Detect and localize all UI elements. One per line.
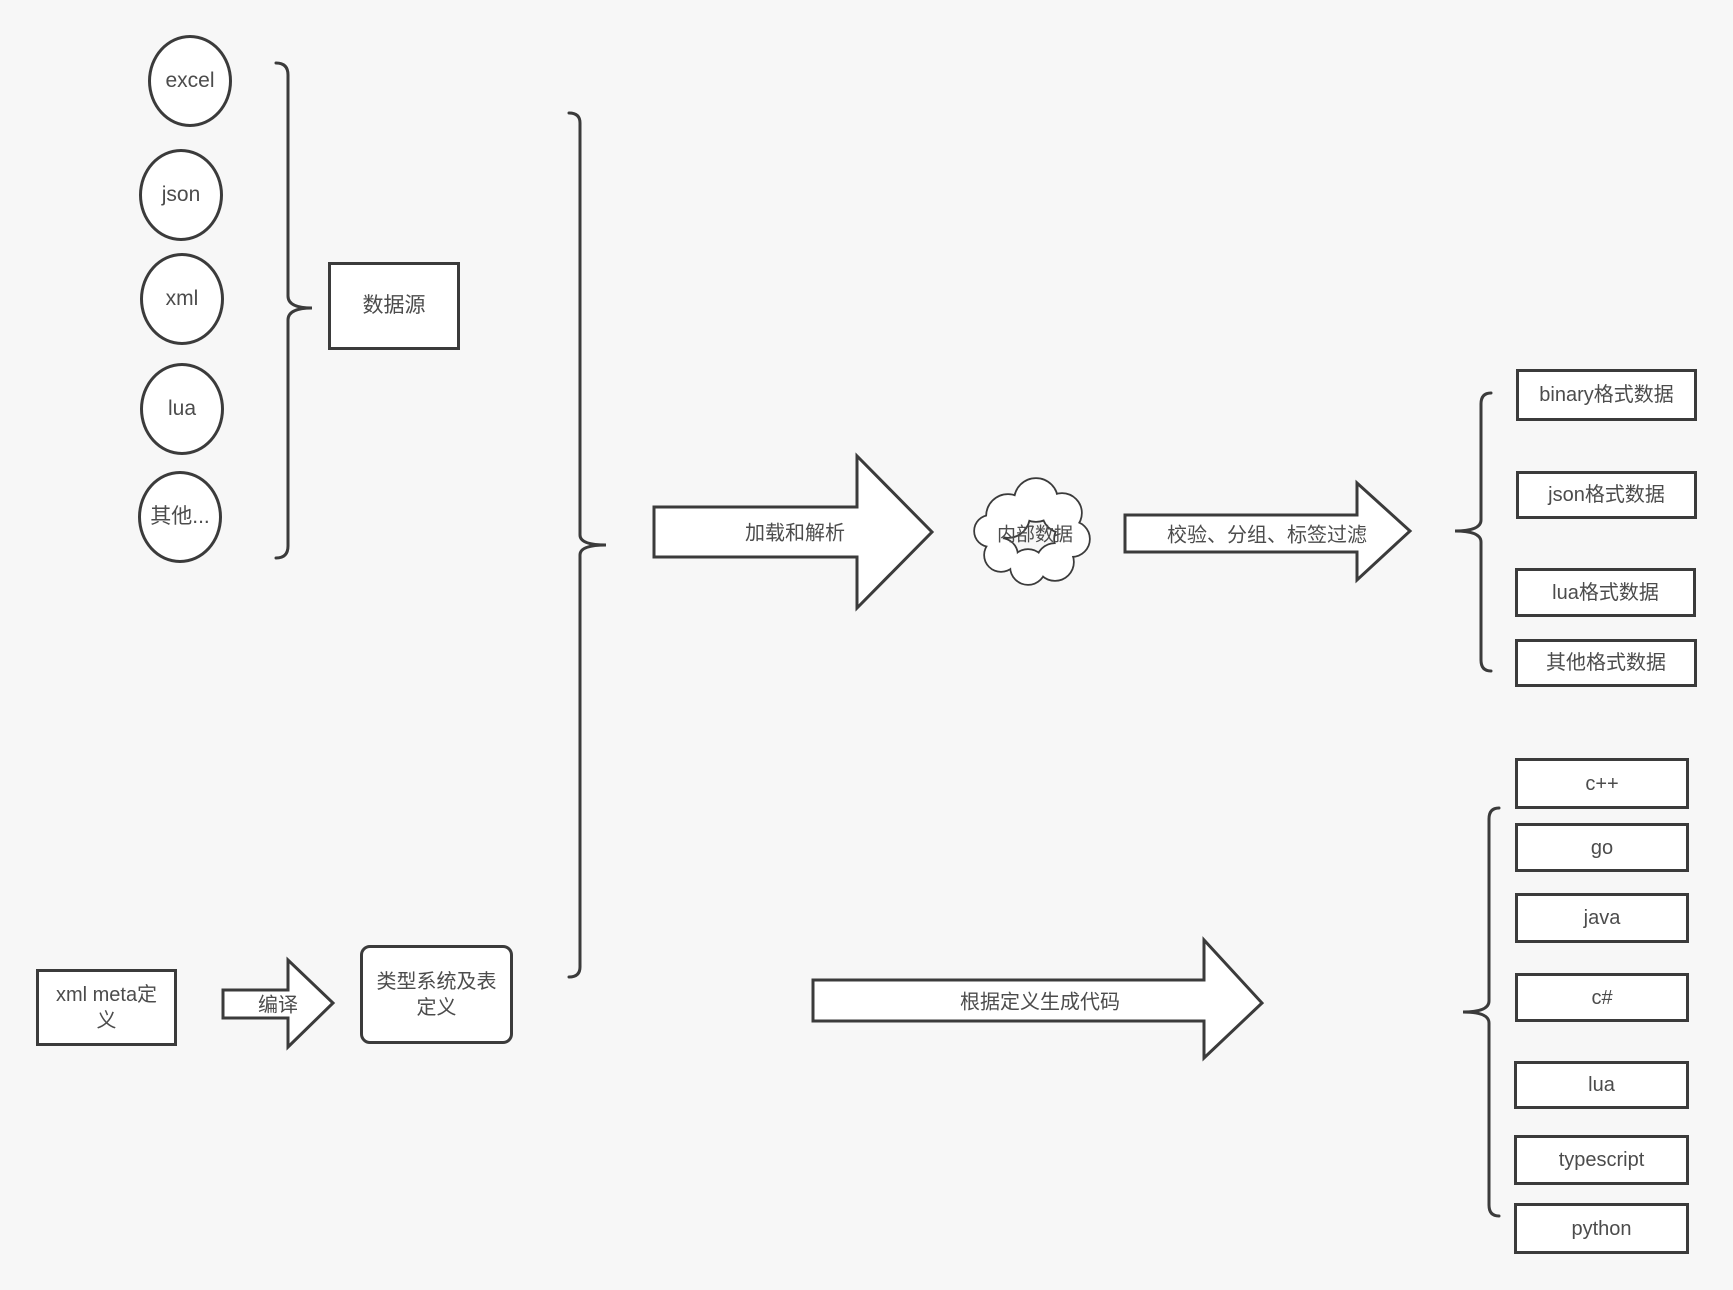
lang-box-label: python (1571, 1217, 1632, 1240)
arrow-filter-label: 校验、分组、标签过滤 (1167, 524, 1367, 547)
lang-box-go: go (1515, 823, 1689, 872)
lang-box-label: c++ (1585, 772, 1619, 795)
source-node-others: 其他... (138, 471, 222, 563)
output-box-label: lua格式数据 (1552, 581, 1659, 604)
arrow-compile (221, 956, 336, 1051)
lang-box-csharp: c# (1515, 973, 1689, 1022)
lang-box-lua: lua (1514, 1061, 1689, 1109)
source-node-label: excel (165, 69, 215, 93)
source-node-label: json (161, 183, 201, 207)
lang-box-label: typescript (1558, 1149, 1645, 1171)
source-node-json: json (139, 149, 223, 241)
arrow-filter (1123, 479, 1413, 584)
brace-sources (274, 61, 313, 560)
type-system-line2: 定义 (416, 996, 457, 1019)
lang-box-label: java (1583, 907, 1621, 929)
meta-definition-line2: 义 (96, 1009, 117, 1032)
brace-output-formats (1454, 391, 1493, 673)
output-box-label: json格式数据 (1548, 484, 1665, 506)
data-source-group-box: 数据源 (328, 262, 460, 350)
meta-definition-box: xml meta定 义 (36, 969, 177, 1046)
output-box-others: 其他格式数据 (1515, 639, 1697, 687)
lang-box-label: go (1590, 836, 1614, 859)
arrow-codegen (811, 936, 1265, 1062)
lang-box-java: java (1515, 893, 1689, 943)
lang-box-label: c# (1591, 986, 1613, 1009)
lang-box-label: lua (1588, 1074, 1615, 1096)
source-node-label: xml (165, 287, 199, 311)
type-system-line1: 类型系统及表 (376, 970, 497, 993)
meta-definition-line1: xml meta定 (55, 983, 158, 1006)
arrow-codegen-label: 根据定义生成代码 (960, 991, 1120, 1014)
output-box-json: json格式数据 (1516, 471, 1697, 519)
output-box-label: 其他格式数据 (1546, 652, 1666, 674)
cloud-internal-data (973, 477, 1091, 586)
brace-load-inputs (567, 111, 607, 979)
brace-languages (1462, 806, 1501, 1218)
source-node-label: lua (167, 397, 197, 421)
lang-box-python: python (1514, 1203, 1689, 1254)
type-system-box: 类型系统及表 定义 (360, 945, 513, 1044)
source-node-excel: excel (148, 35, 232, 127)
arrow-load-parse (652, 452, 935, 612)
source-node-xml: xml (140, 253, 224, 345)
source-node-lua: lua (140, 363, 224, 455)
source-node-label: 其他... (150, 505, 210, 529)
arrow-compile-label: 编译 (258, 994, 298, 1017)
data-source-group-label: 数据源 (362, 294, 426, 318)
output-box-label: binary格式数据 (1539, 384, 1674, 406)
arrow-load-parse-label: 加载和解析 (745, 522, 845, 545)
cloud-internal-data-label: 内部数据 (996, 524, 1074, 546)
lang-box-cpp: c++ (1515, 758, 1689, 809)
output-box-lua: lua格式数据 (1515, 568, 1696, 617)
output-box-binary: binary格式数据 (1516, 369, 1697, 421)
lang-box-typescript: typescript (1514, 1135, 1689, 1185)
